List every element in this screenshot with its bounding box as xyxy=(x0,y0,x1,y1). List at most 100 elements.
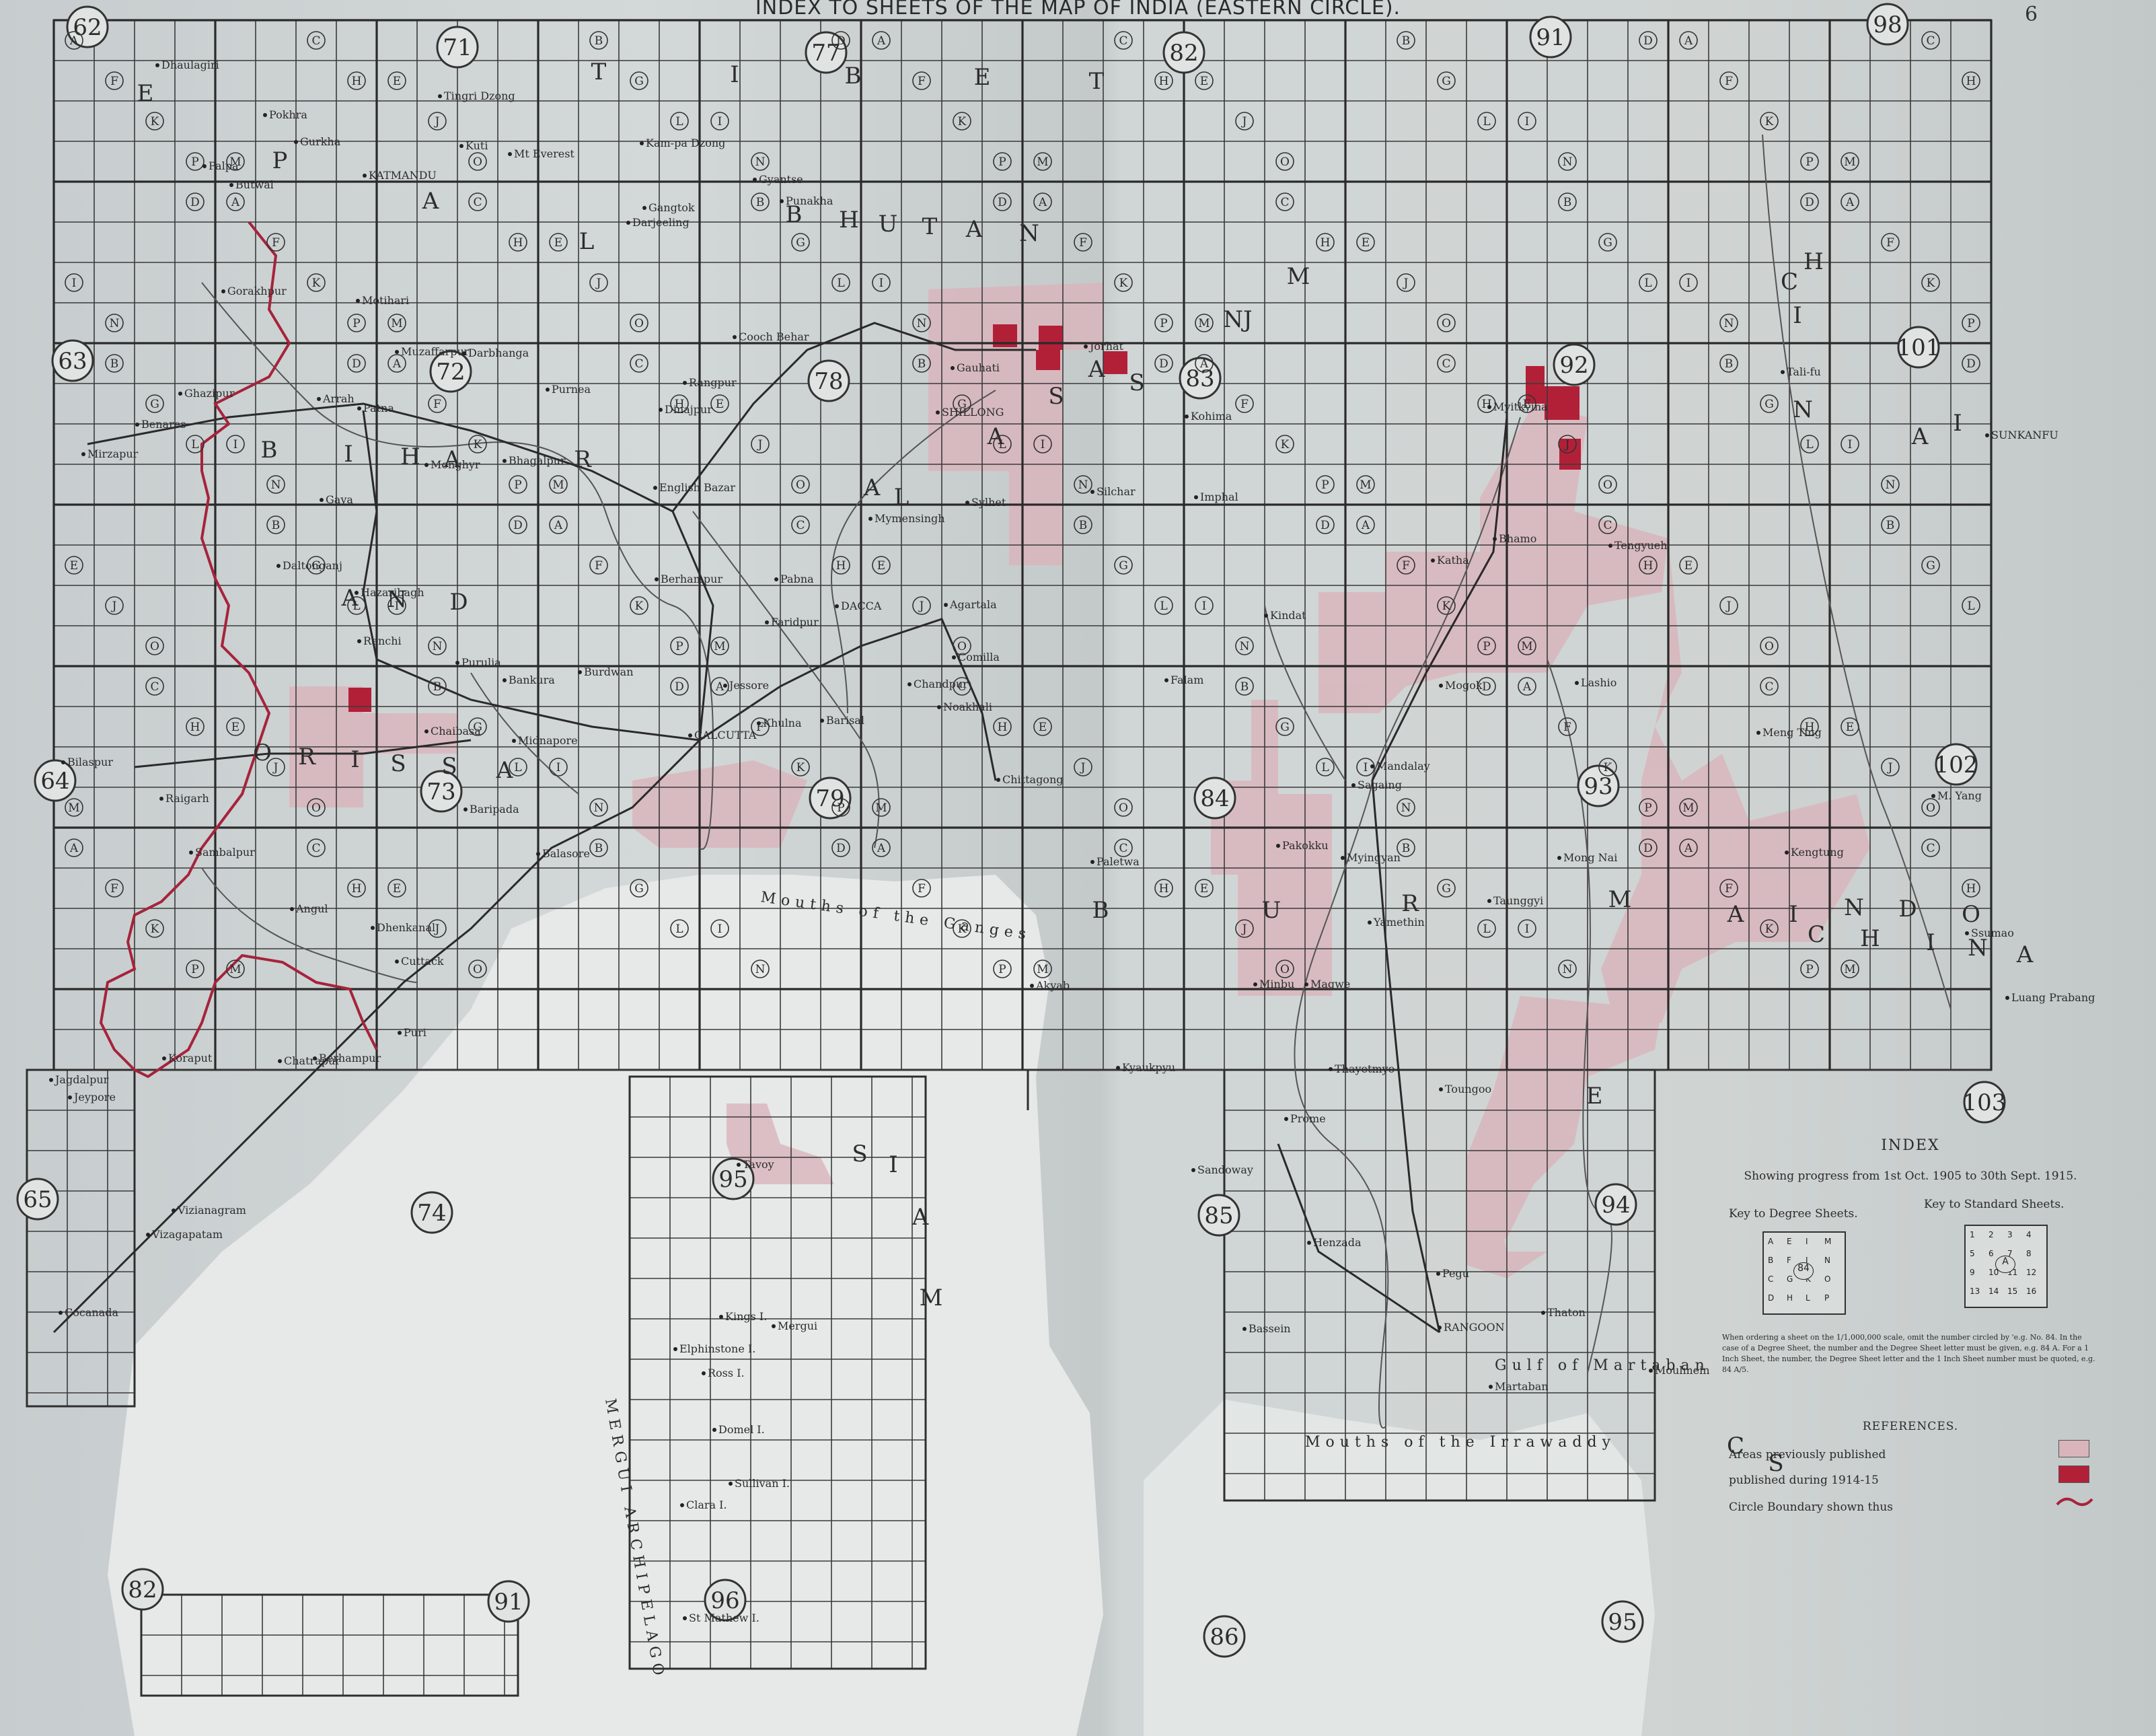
degree-sheet-circle[interactable]: 78 xyxy=(807,359,850,402)
degree-sheet-number: 63 xyxy=(58,348,87,375)
sheet-letter: G xyxy=(1442,75,1451,88)
degree-sheet-circle[interactable]: 86 xyxy=(1203,1615,1246,1658)
sheet-letter-circle: C xyxy=(1598,515,1617,534)
degree-sheet-circle[interactable]: 72 xyxy=(429,350,472,393)
place-dot xyxy=(1304,982,1308,986)
degree-sheet-circle[interactable]: 65 xyxy=(16,1178,59,1221)
place-dot xyxy=(820,719,824,723)
sheet-letter-circle: I xyxy=(1033,435,1052,454)
degree-sheet-circle[interactable]: 91 xyxy=(1529,15,1572,59)
degree-sheet-circle[interactable]: 95 xyxy=(1601,1600,1644,1643)
sheet-letter: G xyxy=(311,559,321,573)
sheet-letter: P xyxy=(1483,640,1490,653)
sheet-letter: C xyxy=(311,34,320,48)
place-dot xyxy=(780,199,784,203)
key-cell: N xyxy=(1824,1256,1830,1265)
sheet-letter: J xyxy=(434,115,440,129)
place-name: Sandoway xyxy=(1197,1163,1253,1176)
place-dot xyxy=(508,152,512,156)
place-name: Kengtung xyxy=(1791,846,1844,859)
place-name: Mergui xyxy=(778,1319,817,1332)
place-name: Sullivan I. xyxy=(735,1477,790,1490)
degree-sheet-circle[interactable]: 62 xyxy=(66,5,109,48)
sheet-letter: C xyxy=(1119,34,1127,48)
degree-sheet-circle[interactable]: 93 xyxy=(1577,764,1620,807)
place-name: Vizianagram xyxy=(177,1204,246,1217)
degree-sheet-number: 85 xyxy=(1204,1202,1233,1229)
degree-sheet-circle[interactable]: 85 xyxy=(1197,1194,1240,1237)
degree-sheet-circle[interactable]: 92 xyxy=(1553,343,1596,386)
sheet-letter-circle: M xyxy=(1033,152,1052,171)
place-dot xyxy=(1185,414,1189,419)
place-name: Elphinstone I. xyxy=(679,1342,755,1355)
degree-sheet-circle[interactable]: 91 xyxy=(487,1580,530,1623)
sheet-letter-circle: O xyxy=(1437,314,1456,332)
degree-sheet-circle[interactable]: 82 xyxy=(1162,31,1205,74)
region-letter: O xyxy=(253,739,272,766)
sheet-letter: K xyxy=(474,438,482,451)
region-letter: T xyxy=(591,59,607,85)
degree-sheet-circle[interactable]: 73 xyxy=(420,770,463,813)
place-dot xyxy=(753,178,757,182)
sheet-letter: H xyxy=(1966,75,1976,88)
degree-sheet-circle[interactable]: 103 xyxy=(1963,1081,2007,1124)
region-letter: O xyxy=(1962,901,1980,928)
sheet-letter-circle: N xyxy=(912,314,931,332)
degree-sheet-circle[interactable]: 101 xyxy=(1897,326,1941,369)
sheet-letter: A xyxy=(69,34,79,48)
place-name: Gurkha xyxy=(300,135,341,148)
place-name: Moulmein xyxy=(1655,1364,1710,1377)
degree-sheet-circle[interactable]: 102 xyxy=(1935,743,1978,786)
place-name: Kyaukpyu xyxy=(1122,1061,1175,1074)
degree-sheet-circle[interactable]: 63 xyxy=(51,339,94,382)
sheet-letter-circle: N xyxy=(1235,637,1254,655)
sheet-letter: I xyxy=(72,277,77,290)
place-dot xyxy=(680,1503,684,1507)
degree-sheet-number: 101 xyxy=(1897,334,1941,361)
sheet-letter: D xyxy=(836,842,846,855)
sheet-letter-circle: C xyxy=(307,31,326,50)
sheet-letter: H xyxy=(190,721,200,734)
sheet-letter-circle: B xyxy=(1558,192,1577,211)
sheet-letter: D xyxy=(1482,680,1491,694)
place-dot xyxy=(155,63,159,67)
sheet-letter-circle: B xyxy=(1074,515,1092,534)
degree-sheet-circle[interactable]: 77 xyxy=(805,31,848,74)
sheet-letter-circle: B xyxy=(105,354,124,373)
degree-sheet-circle[interactable]: 71 xyxy=(436,26,479,69)
place-dot xyxy=(463,807,468,811)
sheet-letter-circle: O xyxy=(791,475,810,494)
sheet-letter-circle: L xyxy=(1639,273,1658,292)
region-letter: N xyxy=(387,586,407,613)
sheet-letter-circle: P xyxy=(1962,314,1980,332)
sheet-letter: M xyxy=(68,801,79,815)
degree-sheet-circle[interactable]: 95 xyxy=(712,1157,755,1200)
sheet-letter-circle: D xyxy=(1477,677,1496,696)
place-dot xyxy=(146,1233,150,1237)
degree-sheet-circle[interactable]: 82 xyxy=(121,1568,164,1611)
sheet-letter: D xyxy=(513,519,523,532)
degree-sheet-circle[interactable]: 94 xyxy=(1594,1183,1637,1226)
sheet-letter-circle: F xyxy=(105,71,124,90)
sheet-letter: B xyxy=(1886,519,1895,532)
degree-sheet-circle[interactable]: 79 xyxy=(809,776,852,820)
degree-sheet-circle[interactable]: 84 xyxy=(1193,776,1236,820)
sheet-letter-circle: L xyxy=(347,596,366,615)
sheet-letter: J xyxy=(1241,115,1247,129)
sheet-letter: G xyxy=(1280,721,1290,734)
degree-sheet-circle[interactable]: 64 xyxy=(34,759,77,802)
sheet-letter-circle: L xyxy=(670,919,689,938)
sheet-letter-circle: E xyxy=(1518,394,1536,413)
degree-sheet-circle[interactable]: 98 xyxy=(1866,3,1909,46)
degree-sheet-circle[interactable]: 74 xyxy=(410,1191,453,1234)
sheet-letter-circle: F xyxy=(912,879,931,898)
place-name: Mandalay xyxy=(1376,760,1430,772)
sheet-letter-circle: N xyxy=(1397,798,1415,817)
sheet-letter-circle: O xyxy=(953,637,971,655)
sheet-letter-circle: O xyxy=(307,798,326,817)
place-name: Hazaribagh xyxy=(361,586,424,599)
degree-sheet-circle[interactable]: 96 xyxy=(704,1579,747,1622)
place-name: Sylhet xyxy=(971,496,1006,509)
place-name: Prome xyxy=(1290,1112,1326,1125)
